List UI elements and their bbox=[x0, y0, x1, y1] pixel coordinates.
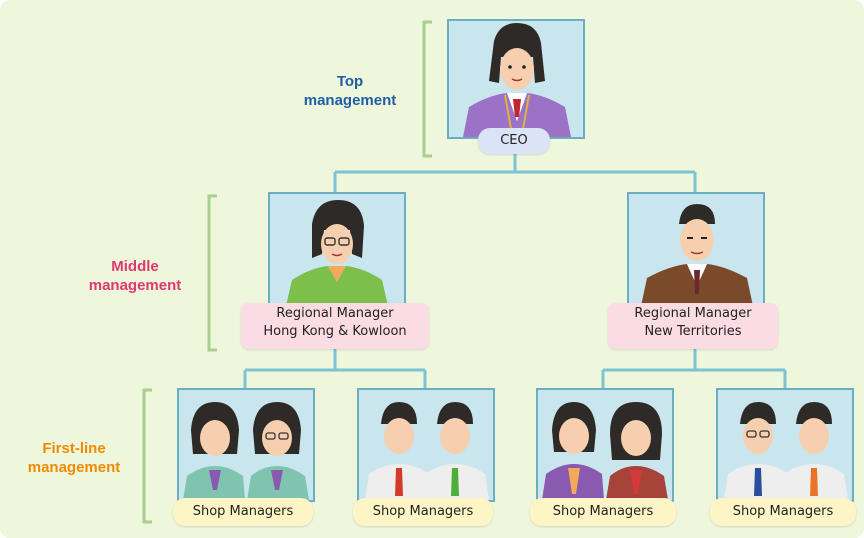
top-management-label-line2: management bbox=[303, 92, 397, 109]
middle-management-label-line1: Middle bbox=[111, 258, 159, 275]
regional-manager-hk-portrait bbox=[268, 192, 406, 308]
first-line-management-label-line2: management bbox=[27, 459, 121, 476]
middle-management-bracket bbox=[207, 194, 217, 352]
regional-manager-nt-node: Regional Manager New Territories bbox=[608, 303, 778, 349]
first-line-management-label-line1: First-line bbox=[42, 440, 106, 457]
shop-managers-4-title: Shop Managers bbox=[732, 504, 834, 519]
ceo-illustration bbox=[463, 23, 571, 137]
top-management-label-line1: Top bbox=[336, 73, 364, 90]
shop-managers-3-illustration bbox=[542, 402, 668, 500]
shop-managers-3-portrait bbox=[536, 388, 674, 502]
regional-manager-nt-title: Regional Manager bbox=[634, 306, 752, 321]
ceo-portrait bbox=[447, 19, 585, 139]
regional-manager-hk-illustration bbox=[286, 200, 388, 306]
regional-manager-nt-illustration bbox=[641, 204, 753, 306]
first-line-management-bracket bbox=[142, 388, 152, 524]
shop-managers-1-illustration bbox=[183, 402, 309, 500]
top-management-label: Top management bbox=[270, 72, 430, 110]
shop-managers-3-node: Shop Managers bbox=[530, 498, 676, 526]
shop-managers-4-illustration bbox=[724, 402, 848, 500]
shop-managers-4-node: Shop Managers bbox=[710, 498, 856, 526]
shop-managers-4-portrait bbox=[716, 388, 854, 502]
regional-manager-hk-region: Hong Kong & Kowloon bbox=[263, 324, 407, 339]
shop-managers-1-node: Shop Managers bbox=[173, 498, 313, 526]
ceo-node: CEO bbox=[478, 128, 550, 154]
shop-managers-2-illustration bbox=[365, 402, 489, 500]
regional-manager-nt-region: New Territories bbox=[644, 324, 742, 339]
ceo-title: CEO bbox=[500, 133, 528, 148]
shop-managers-3-title: Shop Managers bbox=[552, 504, 654, 519]
regional-manager-hk-node: Regional Manager Hong Kong & Kowloon bbox=[241, 303, 429, 349]
top-management-bracket bbox=[422, 20, 432, 158]
shop-managers-2-portrait bbox=[357, 388, 495, 502]
regional-manager-nt-portrait bbox=[627, 192, 765, 308]
regional-manager-hk-title: Regional Manager bbox=[276, 306, 394, 321]
middle-management-label: Middle management bbox=[55, 257, 215, 295]
shop-managers-1-title: Shop Managers bbox=[192, 504, 294, 519]
shop-managers-1-portrait bbox=[177, 388, 315, 502]
shop-managers-2-node: Shop Managers bbox=[353, 498, 493, 526]
first-line-management-label: First-line management bbox=[0, 439, 148, 477]
middle-management-label-line2: management bbox=[88, 277, 182, 294]
shop-managers-2-title: Shop Managers bbox=[372, 504, 474, 519]
